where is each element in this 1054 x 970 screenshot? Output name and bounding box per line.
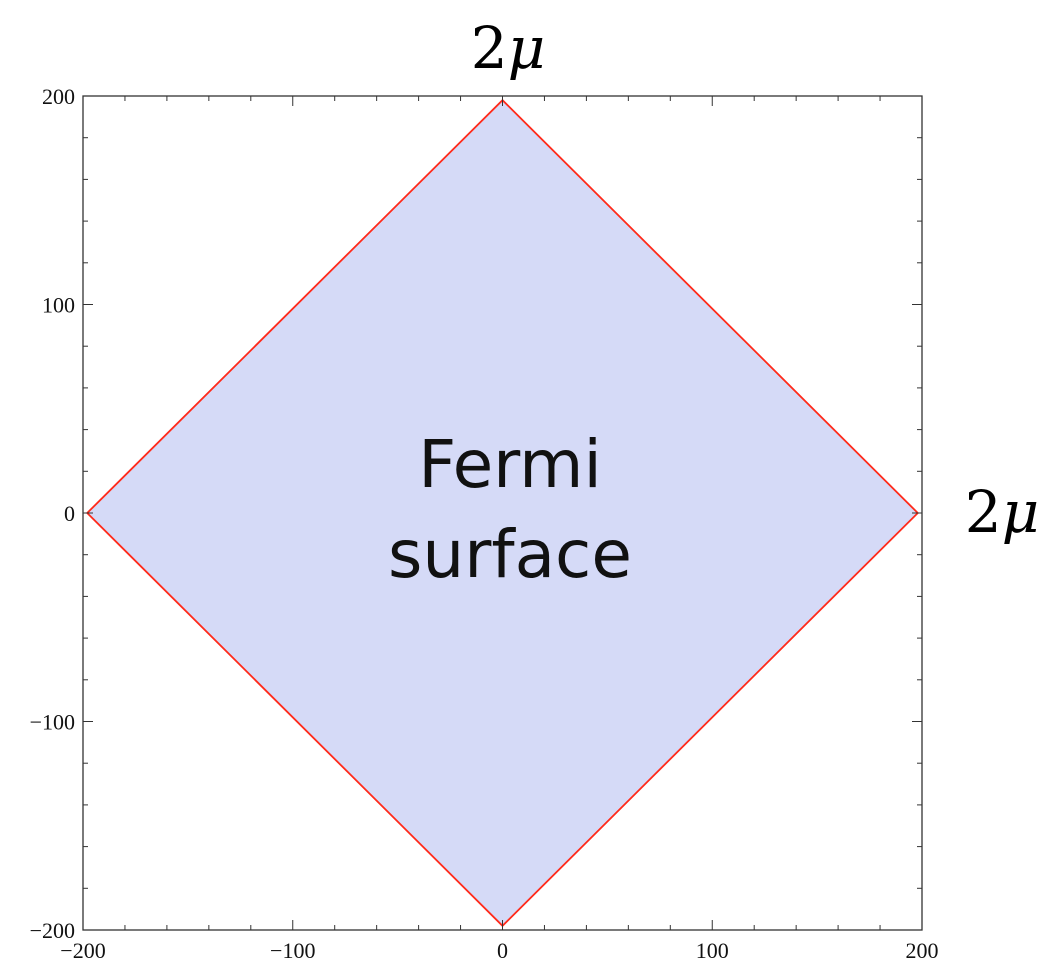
y-tick-label: 200 bbox=[42, 84, 75, 109]
x-tick-label: −200 bbox=[60, 938, 105, 963]
y-tick-label: −100 bbox=[30, 710, 75, 735]
right-annotation-symbol: μ bbox=[1002, 478, 1040, 546]
y-tick-label: 100 bbox=[42, 293, 75, 318]
fermi-surface-region-0 bbox=[86, 99, 919, 927]
top-annotation-symbol: μ bbox=[508, 14, 546, 82]
y-tick-label: 0 bbox=[64, 501, 75, 526]
top-annotation: 2μ bbox=[471, 14, 546, 82]
top-annotation-base: 2 bbox=[471, 14, 508, 82]
region-label-line2: surface bbox=[388, 516, 632, 593]
x-tick-label: 100 bbox=[696, 938, 729, 963]
x-tick-label: 200 bbox=[906, 938, 939, 963]
plot-area: −200 −100 0 100 200 −200 −100 0 100 200 bbox=[30, 84, 939, 963]
right-annotation-base: 2 bbox=[965, 478, 1002, 546]
x-tick-label: −100 bbox=[270, 938, 315, 963]
y-tick-label: −200 bbox=[30, 918, 75, 943]
region-label-line1: Fermi bbox=[418, 426, 602, 503]
right-annotation: 2μ bbox=[965, 478, 1040, 546]
x-tick-label: 0 bbox=[497, 938, 508, 963]
